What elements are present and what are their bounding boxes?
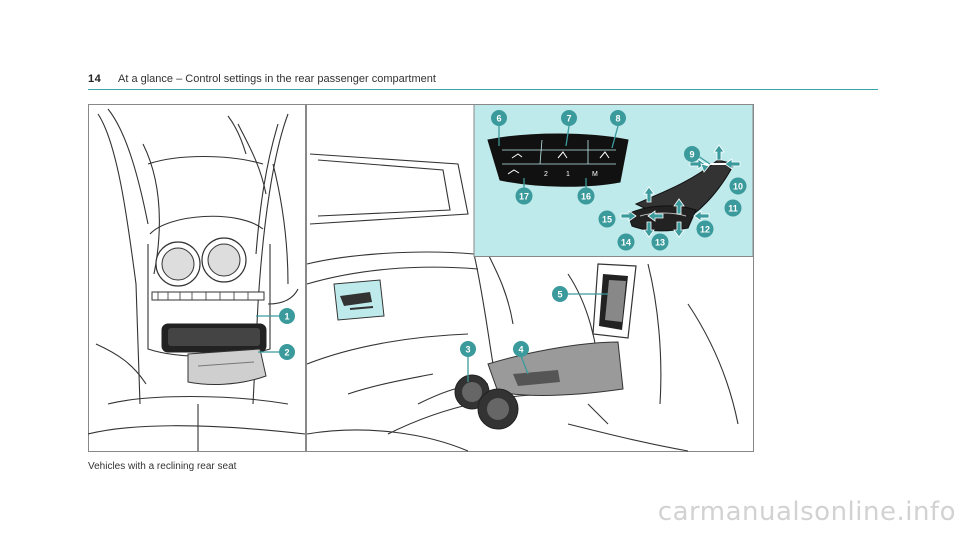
adjust-arrows — [620, 144, 741, 238]
storage-compartment-art — [187, 348, 267, 385]
callout-label: 2 — [284, 348, 289, 358]
door-seat-adjust-panel — [333, 279, 385, 321]
callout-label: 10 — [733, 182, 743, 192]
illustration-svg: 1 2 — [88, 104, 754, 452]
callout-label: 14 — [621, 238, 631, 248]
callout-label: 5 — [557, 290, 562, 300]
callout-11: 11 — [724, 199, 742, 217]
callout-2: 2 — [258, 344, 295, 360]
figure-caption: Vehicles with a reclining rear seat — [88, 461, 237, 472]
callout-label: 15 — [602, 215, 612, 225]
left-console-art — [88, 108, 306, 451]
callout-13: 13 — [651, 233, 669, 251]
callout-label: 4 — [518, 345, 523, 355]
callout-label: 13 — [655, 238, 665, 248]
page-title: At a glance – Control settings in the re… — [118, 73, 436, 85]
callout-15: 15 — [598, 210, 616, 228]
callout-5: 5 — [552, 286, 608, 302]
callout-1: 1 — [256, 308, 295, 324]
callout-16: 16 — [577, 178, 595, 205]
callout-label: 8 — [615, 114, 620, 124]
memory-key-label: M — [592, 171, 598, 178]
callout-label: 12 — [700, 225, 710, 235]
left-panel-frame — [88, 104, 306, 452]
rear-seat-keypad: 2 1 M — [487, 133, 629, 187]
memory-key-label: 1 — [566, 171, 570, 178]
callout-label: 16 — [581, 192, 591, 202]
callout-label: 6 — [496, 114, 501, 124]
rear-air-vents — [155, 237, 247, 287]
right-cabin-art — [306, 153, 739, 452]
climate-control-strip — [151, 291, 267, 353]
callout-10: 10 — [729, 177, 747, 195]
callout-label: 7 — [566, 114, 571, 124]
rear-compartment-illustration: 1 2 — [88, 104, 754, 452]
callout-3: 3 — [460, 341, 476, 382]
callout-label: 9 — [689, 150, 694, 160]
callout-label: 11 — [728, 204, 738, 214]
callout-7: 7 — [561, 110, 577, 147]
callout-6: 6 — [491, 110, 507, 146]
callout-17: 17 — [515, 178, 533, 205]
callout-14: 14 — [617, 233, 635, 251]
page-header: 14 At a glance – Control settings in the… — [88, 72, 878, 92]
callout-8: 8 — [610, 110, 626, 149]
callout-12: 12 — [696, 220, 714, 238]
page-number: 14 — [88, 73, 102, 85]
callout-label: 17 — [519, 192, 529, 202]
watermark: carmanualsonline.info — [657, 497, 956, 527]
callout-9: 9 — [684, 146, 711, 165]
header-rule — [88, 89, 878, 90]
callout-label: 3 — [465, 345, 470, 355]
callout-4: 4 — [513, 341, 529, 375]
door-pocket — [592, 263, 637, 339]
cup-holders — [454, 374, 519, 430]
callout-label: 1 — [284, 312, 289, 322]
memory-key-label: 2 — [544, 171, 548, 178]
